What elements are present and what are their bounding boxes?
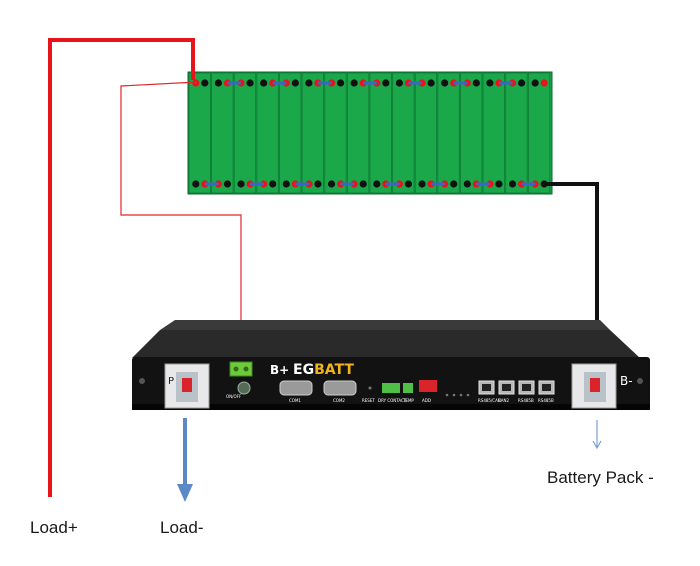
- rj45-port-label: CAN2: [498, 398, 510, 403]
- brand-suffix: BATT: [314, 362, 354, 378]
- svg-text:EGBATT: EGBATT: [293, 362, 354, 378]
- status-leds: [445, 393, 470, 397]
- cell-negative-terminal: [427, 79, 435, 87]
- battery-negative-arrow: [592, 420, 602, 450]
- p-terminal-label: P: [168, 376, 174, 387]
- b-minus-terminal-bolt: [590, 378, 600, 392]
- rack-hole: [637, 378, 643, 384]
- reset-label: RESET: [362, 398, 375, 403]
- battery-cell: [482, 72, 505, 194]
- battery-cell: [188, 72, 211, 194]
- cell-negative-terminal: [269, 180, 277, 188]
- cell-negative-terminal: [223, 180, 232, 188]
- dry-contact-terminal: [382, 383, 400, 393]
- cell-negative-terminal: [463, 180, 471, 188]
- battery-cell: [279, 72, 302, 194]
- cell-positive-terminal: [540, 79, 548, 87]
- cell-negative-terminal: [395, 79, 404, 87]
- battery-cell: [414, 72, 438, 194]
- cell-negative-terminal: [450, 180, 458, 188]
- onoff-label: ON/OFF: [226, 394, 242, 399]
- b-plus-connector: [229, 361, 253, 377]
- cell-negative-terminal: [359, 180, 367, 188]
- com2-label: COM2: [333, 398, 345, 403]
- cell-negative-terminal: [336, 79, 345, 87]
- battery-cell: [369, 72, 392, 194]
- cell-negative-terminal: [472, 79, 480, 87]
- address-dip-switch: [419, 380, 437, 392]
- com2-port: [323, 380, 357, 396]
- cell-negative-terminal: [495, 180, 503, 188]
- cell-negative-terminal: [291, 79, 299, 87]
- cell-negative-terminal: [214, 79, 223, 87]
- rj45-socket: [542, 384, 551, 391]
- brand-prefix: EG: [293, 362, 314, 378]
- cell-negative-terminal: [350, 79, 358, 87]
- add-label: ADD: [422, 398, 431, 403]
- b-minus-label: B-: [620, 374, 633, 388]
- cell-negative-terminal: [517, 79, 526, 87]
- cell-negative-terminal: [508, 180, 517, 188]
- cell-negative-terminal: [441, 79, 449, 87]
- com1-port: [279, 380, 313, 396]
- battery-cell: [233, 72, 257, 194]
- cell-negative-terminal: [327, 180, 336, 188]
- cell-negative-terminal: [382, 79, 390, 87]
- battery-pack-minus-label: Battery Pack -: [547, 468, 654, 487]
- battery-negative-wire: [543, 182, 599, 380]
- battery-cell: [437, 72, 460, 194]
- rack-hole: [139, 378, 145, 384]
- cell-negative-terminal: [246, 79, 254, 87]
- cell-negative-terminal: [260, 79, 268, 87]
- temp-label: TEMP: [402, 398, 414, 403]
- battery-cells: [188, 72, 551, 194]
- com1-label: COM1: [289, 398, 301, 403]
- temp-terminal: [403, 383, 413, 393]
- rj45-port-label: RS485/CAN: [478, 398, 501, 403]
- battery-cell: [505, 72, 528, 194]
- battery-cell: [460, 72, 483, 194]
- bms-top-face: [132, 330, 640, 358]
- battery-cell: [527, 72, 551, 194]
- cell-negative-terminal: [531, 79, 539, 87]
- battery-cell: [301, 72, 324, 194]
- battery-cell: [211, 72, 234, 194]
- cell-negative-terminal: [373, 180, 381, 188]
- load-minus-arrow: [177, 418, 193, 502]
- b-plus-sense-wire: [120, 81, 242, 365]
- b-plus-label: B+: [270, 363, 289, 377]
- cell-negative-terminal: [418, 180, 426, 188]
- load-plus-wire: [48, 38, 195, 497]
- rj45-port-label: RS485B: [518, 398, 534, 403]
- cell-negative-terminal: [486, 79, 494, 87]
- battery-cell: [392, 72, 415, 194]
- cell-negative-terminal: [404, 180, 413, 188]
- p-terminal-bolt: [182, 378, 192, 392]
- cell-negative-terminal: [201, 79, 209, 87]
- battery-cell: [346, 72, 370, 194]
- battery-cell: [324, 72, 347, 194]
- power-switch: [237, 381, 251, 395]
- reset-button: [368, 386, 372, 390]
- load-plus-label: Load+: [30, 518, 78, 537]
- load-minus-label: Load-: [160, 518, 204, 537]
- rj45-socket: [482, 384, 491, 391]
- cell-positive-terminal: [192, 79, 200, 87]
- cell-negative-terminal: [237, 180, 245, 188]
- battery-cell: [256, 72, 279, 194]
- rj45-socket: [502, 384, 511, 391]
- dry-contact-label: DRY CONTACT: [378, 398, 407, 403]
- cell-negative-terminal: [305, 79, 313, 87]
- bms-device: P B- ON/OFF B+ EGBATT COM1 COM2 RESET DR…: [132, 320, 650, 410]
- cell-negative-terminal: [192, 180, 200, 188]
- cell-negative-terminal: [282, 180, 290, 188]
- rj45-socket: [522, 384, 531, 391]
- rj45-port-label: RS485B: [538, 398, 554, 403]
- cell-negative-terminal: [314, 180, 322, 188]
